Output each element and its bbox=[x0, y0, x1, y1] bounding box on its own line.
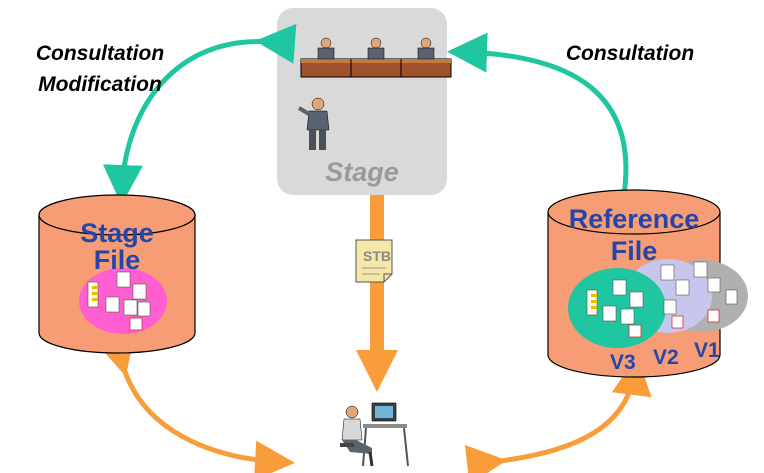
stage-label: Stage bbox=[325, 157, 399, 187]
consult-modify-arrow bbox=[102, 23, 297, 205]
consultation-label-left: Consultation bbox=[35, 42, 165, 65]
stage-panel bbox=[277, 8, 447, 195]
stage-to-user-arrow bbox=[356, 195, 398, 392]
stb-document-icon bbox=[355, 239, 393, 283]
stage-file-sync-arrow bbox=[96, 332, 295, 473]
stage-file-title-line2: File bbox=[93, 245, 141, 275]
reference-file-document-icons bbox=[586, 261, 738, 338]
modification-label: Modification bbox=[38, 73, 162, 96]
stage-file-title-line1: Stage bbox=[80, 218, 154, 248]
consultation-label-right: Consultation bbox=[565, 42, 695, 65]
reference-file-title-line1: Reference bbox=[568, 204, 700, 234]
version-v2-label: V2 bbox=[653, 346, 679, 369]
reference-file-title-line2: File bbox=[610, 236, 658, 266]
version-v3-cluster bbox=[568, 268, 666, 348]
user-workstation-icon bbox=[340, 402, 409, 467]
presenter-icon bbox=[297, 97, 330, 150]
reference-file-sync-arrow bbox=[464, 355, 652, 473]
version-v1-label: V1 bbox=[694, 339, 720, 362]
stage-file-document-icons bbox=[87, 271, 151, 331]
panel-people-icon bbox=[300, 37, 452, 78]
consult-arrow bbox=[447, 32, 629, 196]
version-v3-label: V3 bbox=[610, 351, 636, 374]
stb-document-label: STB bbox=[363, 248, 391, 264]
